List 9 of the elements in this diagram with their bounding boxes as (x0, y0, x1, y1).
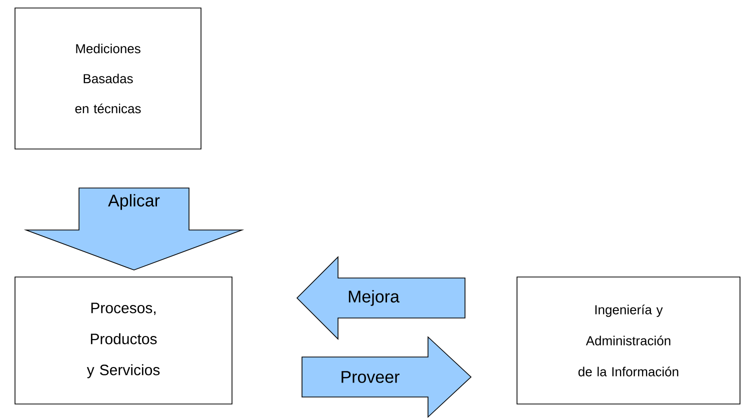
block-arrow (24, 188, 244, 270)
edge-label: Mejora (348, 290, 400, 306)
process-box: Mediciones Basadas en técnicas (14, 8, 202, 150)
edge-label: Aplicar (108, 194, 160, 210)
process-box: Ingeniería y Administración de la Información (516, 276, 740, 404)
edge-label: Proveer (342, 371, 400, 383)
process-box: Procesos, Productos y Servicios (14, 276, 232, 404)
block-arrow (296, 256, 466, 340)
block-arrow (302, 336, 472, 418)
